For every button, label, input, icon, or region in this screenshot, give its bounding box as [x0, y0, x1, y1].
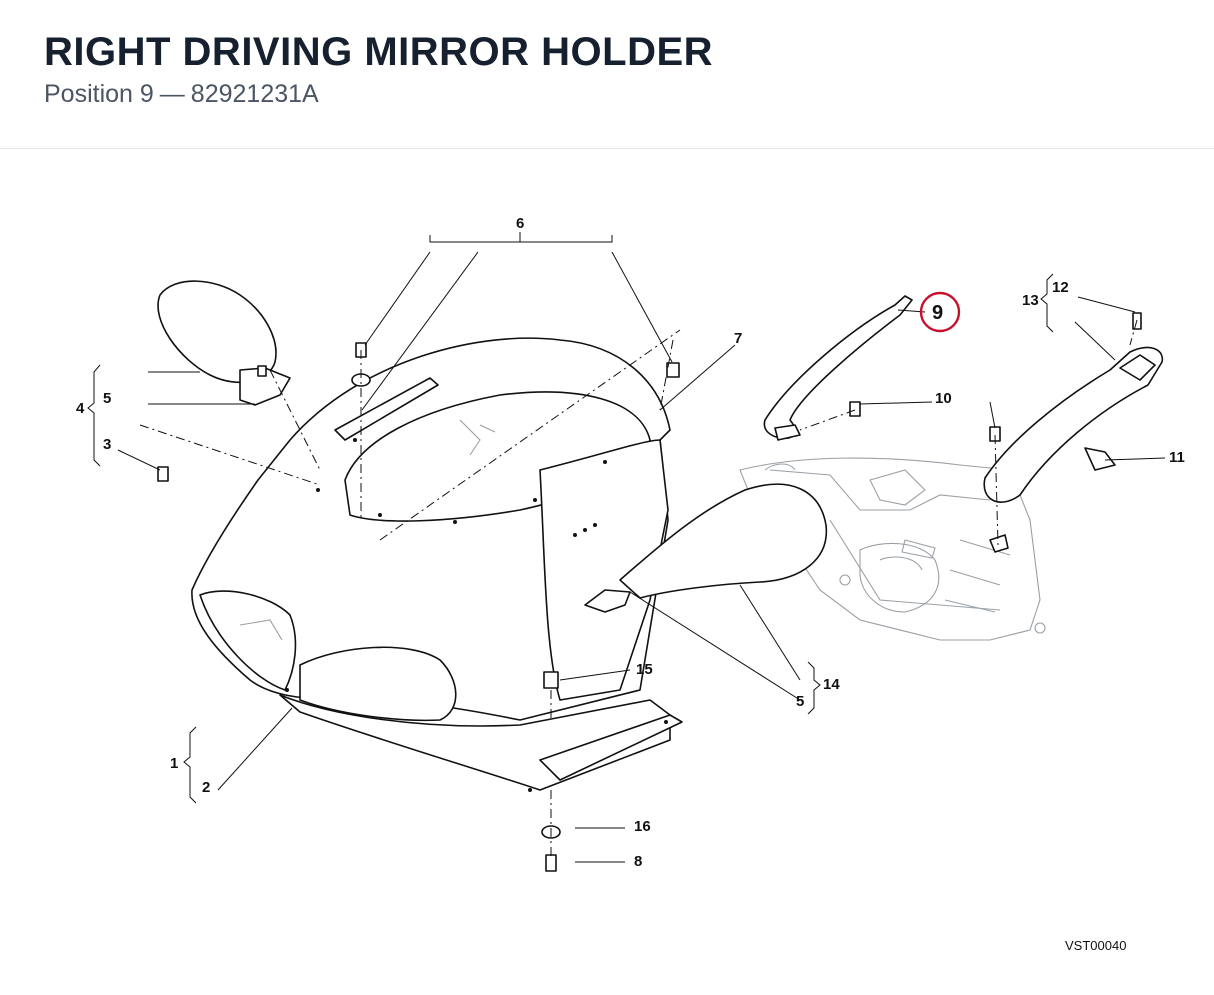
bracket-part-13	[983, 346, 1164, 503]
assembly-lines	[139, 319, 1138, 860]
callout-7: 7	[734, 330, 742, 347]
callout-5-left: 5	[103, 390, 111, 407]
callout-4: 4	[76, 400, 85, 417]
callout-11: 11	[1169, 449, 1185, 466]
callout-15: 15	[636, 661, 653, 678]
callout-3: 3	[103, 436, 111, 453]
callout-labels: 6 7 4 5 3 9 10 11 12 13 14 5 15 1 2 16 8	[76, 215, 1185, 870]
page-title: RIGHT DRIVING MIRROR HOLDER	[44, 30, 714, 74]
header: RIGHT DRIVING MIRROR HOLDER Position 9—8…	[0, 0, 1214, 149]
fasteners	[157, 312, 1142, 872]
part-number: 82921231A	[190, 80, 319, 108]
callout-9: 9	[932, 302, 943, 324]
background-frame	[739, 457, 1046, 641]
callout-16: 16	[634, 818, 651, 835]
drawing-reference-code: VST00040	[1065, 938, 1127, 953]
callout-12: 12	[1052, 279, 1069, 296]
callout-5-right: 5	[796, 693, 804, 710]
front-fairing	[191, 337, 683, 792]
left-mirror	[157, 280, 291, 406]
callout-6: 6	[516, 215, 524, 232]
page-subtitle: Position 9—82921231A	[44, 80, 319, 109]
callout-13: 13	[1022, 292, 1039, 309]
position-label: Position 9	[44, 80, 154, 108]
callout-8: 8	[634, 853, 642, 870]
group-braces	[87, 273, 1054, 804]
callout-10: 10	[935, 390, 952, 407]
callout-14: 14	[823, 676, 840, 693]
leader-lines	[117, 232, 1166, 863]
right-mirror	[584, 483, 828, 613]
mirror-holder-part-9	[763, 295, 913, 441]
callout-2: 2	[202, 779, 210, 796]
callout-1: 1	[170, 755, 178, 772]
subtitle-separator: —	[159, 80, 185, 108]
highlight-ring	[919, 291, 961, 333]
